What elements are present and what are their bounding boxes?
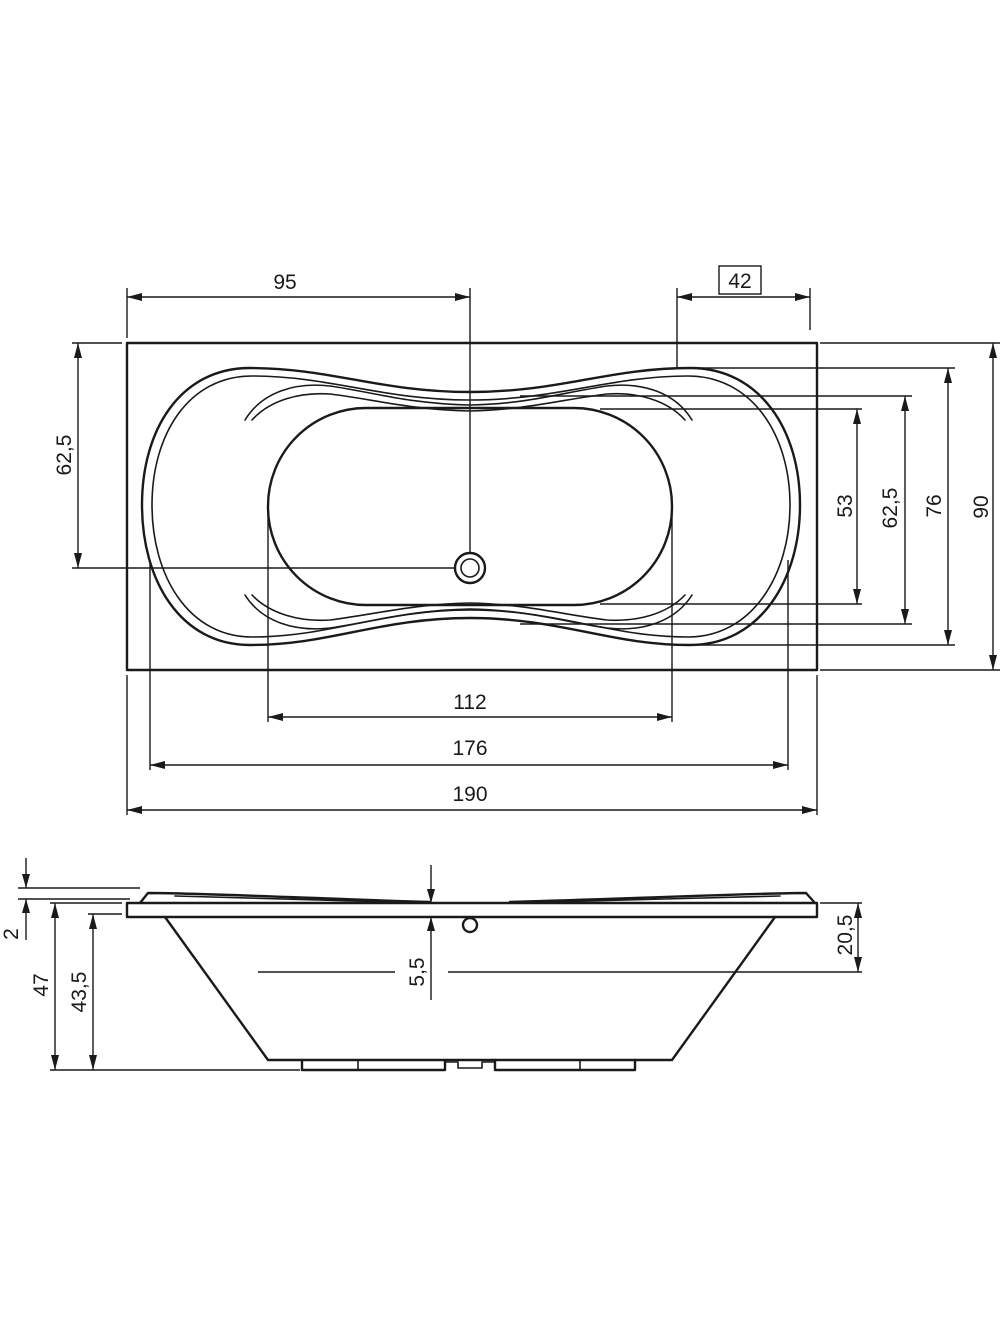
dim-43-5-label: 43,5 xyxy=(68,972,91,1013)
backrest-right-bottom xyxy=(469,594,693,630)
backrest-right-bottom-2 xyxy=(469,594,686,622)
plan-extension-lines xyxy=(72,288,1000,815)
side-view xyxy=(125,891,819,1072)
dim-42-box xyxy=(718,265,762,295)
dim-62-5-left-label: 62,5 xyxy=(53,435,76,476)
dim-53-label: 53 xyxy=(834,494,857,517)
drain-icon xyxy=(453,551,487,585)
plan-dimension-lines xyxy=(74,293,997,814)
plan-view xyxy=(125,341,819,672)
drain-inner-ring xyxy=(460,558,480,578)
backrest-left-bottom-2 xyxy=(251,594,471,622)
side-extension-lines xyxy=(18,887,862,1071)
dim-90-label: 90 xyxy=(970,495,993,518)
dim-20-5-label: 20,5 xyxy=(834,915,857,956)
side-drain-pipe xyxy=(444,1061,496,1069)
dim-47-label: 47 xyxy=(30,973,53,996)
dim-62-5-right-label: 62,5 xyxy=(879,488,902,529)
overflow-icon xyxy=(461,916,479,934)
side-feet-left xyxy=(300,1058,447,1072)
dim-190-label: 190 xyxy=(452,783,487,806)
dim-95-label: 95 xyxy=(273,271,296,294)
side-feet-right xyxy=(493,1058,637,1072)
side-dimension-lines xyxy=(22,858,862,1070)
dim-2-label: 2 xyxy=(0,928,23,940)
backrest-left-bottom xyxy=(244,594,471,630)
side-headrest-right xyxy=(508,891,817,905)
side-tub-body xyxy=(163,915,777,1062)
dim-176-label: 176 xyxy=(452,737,487,760)
dim-76-label: 76 xyxy=(923,494,946,517)
dim-5-5-label: 5,5 xyxy=(406,957,429,986)
dim-42-label: 42 xyxy=(728,270,751,293)
tub-outer-frame xyxy=(125,341,819,672)
dim-112-label: 112 xyxy=(453,691,486,714)
side-headrest-left xyxy=(138,891,432,905)
backrest-left-top xyxy=(244,384,471,421)
tub-rim-inner-line xyxy=(151,375,791,638)
backrest-right-top xyxy=(469,384,693,421)
side-rim xyxy=(125,901,819,919)
